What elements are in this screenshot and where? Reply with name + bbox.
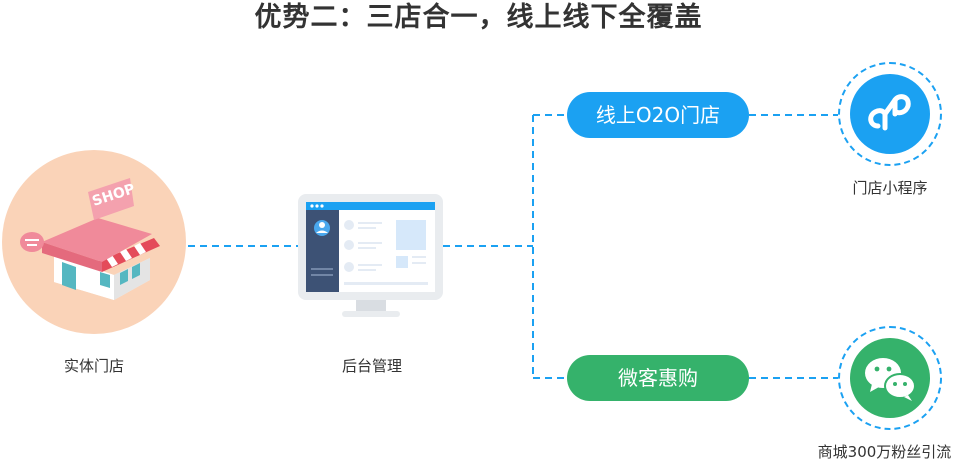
wechat-icon-bg bbox=[850, 338, 930, 418]
backend-label: 后台管理 bbox=[341, 357, 402, 375]
mini-program-ring bbox=[838, 62, 942, 166]
mall-label: 商城300万粉丝引流 bbox=[817, 443, 952, 461]
page-title: 优势二：三店合一，线上线下全覆盖 bbox=[254, 2, 703, 33]
mini-program-icon-bg bbox=[850, 74, 930, 154]
wechat-icon bbox=[865, 358, 916, 401]
monitor-icon bbox=[298, 194, 443, 317]
wechat-ring bbox=[838, 326, 942, 430]
wechat-buy-pill: 微客惠购 bbox=[567, 355, 749, 401]
online-o2o-store-pill: 线上O2O门店 bbox=[567, 92, 749, 138]
mini-program-icon bbox=[868, 94, 911, 131]
physical-store-label: 实体门店 bbox=[63, 357, 124, 375]
shop-icon: SHOP bbox=[20, 178, 160, 300]
shop-illustration: SHOP bbox=[2, 150, 186, 334]
mini-program-label: 门店小程序 bbox=[852, 179, 928, 197]
